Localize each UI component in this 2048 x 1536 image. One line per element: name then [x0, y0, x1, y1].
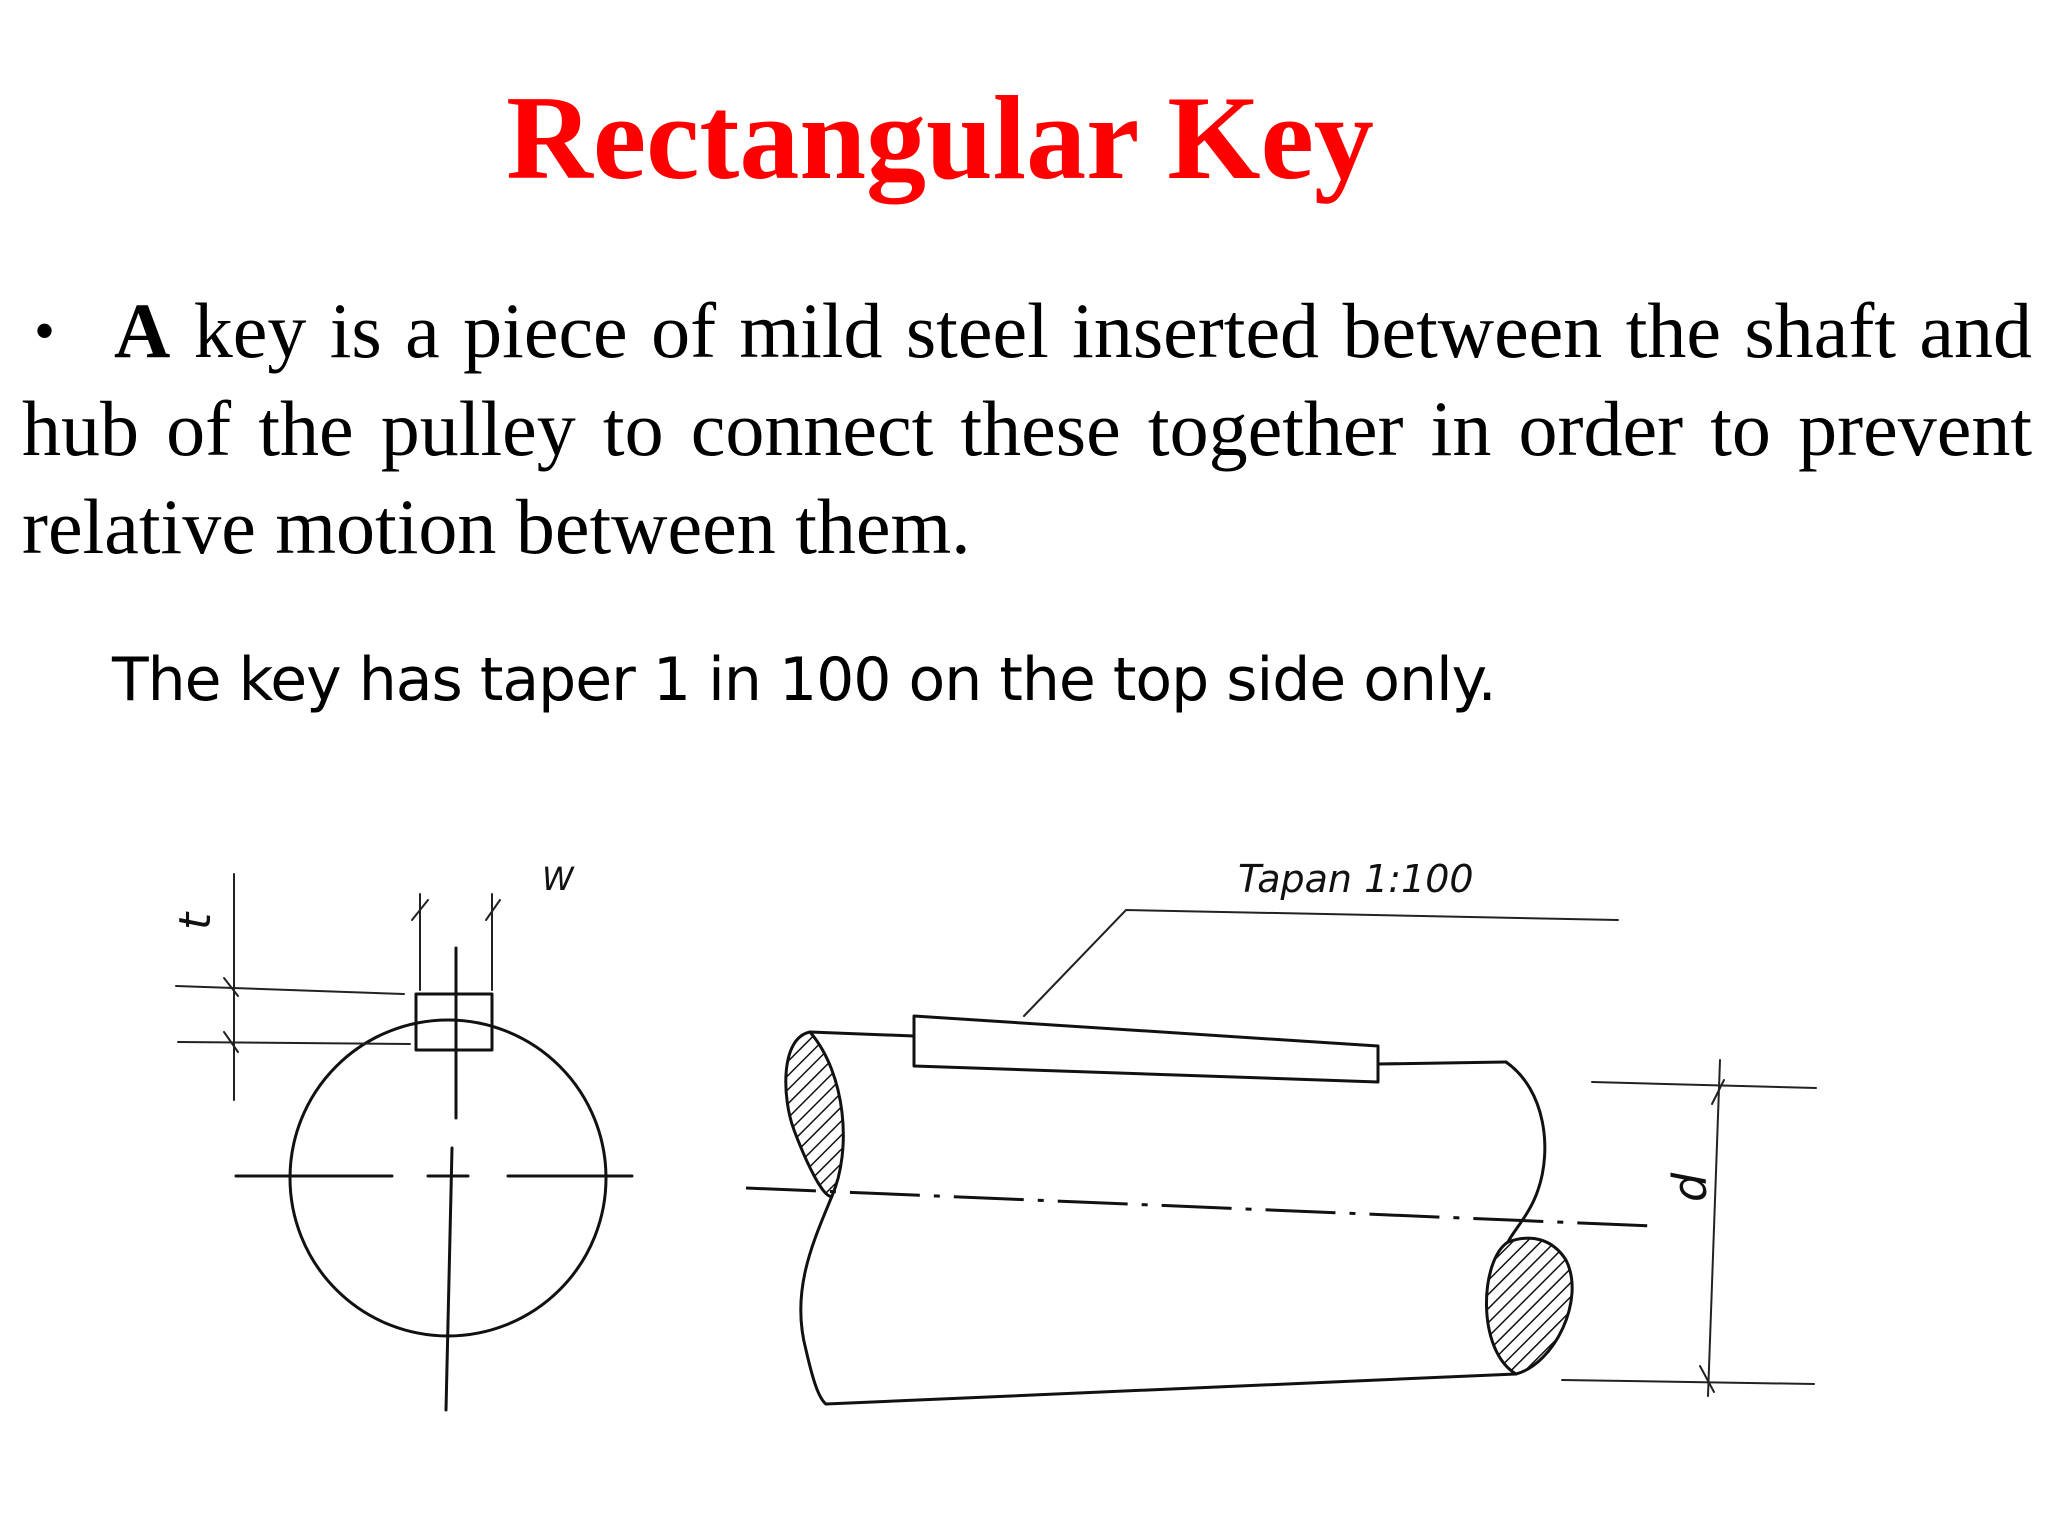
shaft-top-edge-right [1376, 1060, 1508, 1066]
bullet-text: key is a piece of mild steel inserted be… [22, 287, 2032, 570]
left-break-line [799, 1194, 834, 1406]
shaft-bottom-edge [824, 1372, 1518, 1406]
thickness-tick-bottom [223, 1031, 239, 1053]
shaft-top-edge [808, 1030, 916, 1038]
thickness-label: t [170, 911, 221, 930]
diameter-label: d [1663, 1172, 1717, 1202]
diameter-tick-bottom [1699, 1365, 1715, 1393]
tapered-key [912, 1014, 1380, 1084]
right-break-line [1504, 1060, 1547, 1244]
width-tick-right [485, 899, 501, 921]
elevation-centre-line [745, 1186, 1653, 1228]
diameter-tick-top [1711, 1079, 1725, 1105]
thickness-extension-top [175, 985, 405, 995]
diameter-extension-bottom [1561, 1379, 1815, 1385]
key-drawing: t W Tapan 1:100 d [170, 857, 1817, 1412]
elevation-view: Tapan 1:100 d [745, 857, 1817, 1406]
vertical-centre-line-lower [444, 1146, 454, 1412]
bullet-icon: • [34, 298, 56, 364]
cross-section-view: t W [170, 860, 634, 1412]
taper-label: Tapan 1:100 [1238, 857, 1474, 901]
left-section-hatch [784, 1030, 845, 1198]
thickness-tick-top [223, 977, 239, 997]
bullet-paragraph: • A key is a piece of mild steel inserted… [22, 282, 2032, 576]
taper-note: The key has taper 1 in 100 on the top si… [112, 645, 1497, 715]
taper-leader [1023, 908, 1619, 1017]
diameter-extension-top [1591, 1081, 1817, 1089]
thickness-extension-bottom [177, 1041, 411, 1045]
width-tick-left [411, 899, 429, 921]
right-section-hatch [1485, 1236, 1574, 1376]
bullet-lead-word: A [114, 287, 171, 374]
key-section [414, 992, 494, 1052]
width-label: W [542, 860, 575, 898]
slide-title: Rectangular Key [506, 71, 1374, 204]
diameter-dimension-line [1707, 1059, 1721, 1397]
